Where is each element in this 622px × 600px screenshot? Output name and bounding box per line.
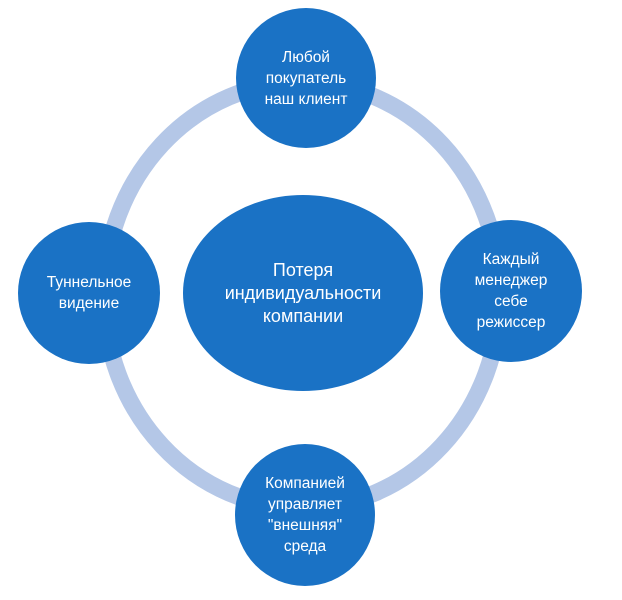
- node-top: Любой покупатель наш клиент: [236, 8, 376, 148]
- node-top-label: Любой покупатель наш клиент: [264, 48, 348, 108]
- node-right-label: Каждый менеджер себе режиссер: [474, 251, 548, 331]
- node-right: Каждый менеджер себе режиссер: [440, 220, 582, 362]
- node-bottom-label: Компанией управляет "внешняя" среда: [265, 475, 345, 555]
- center-node: Потеря индивидуальности компании: [183, 195, 423, 391]
- node-bottom: Компанией управляет "внешняя" среда: [235, 444, 375, 586]
- center-node-label: Потеря индивидуальности компании: [224, 259, 382, 326]
- node-left: Туннельное видение: [18, 222, 160, 364]
- node-left-label: Туннельное видение: [46, 274, 132, 312]
